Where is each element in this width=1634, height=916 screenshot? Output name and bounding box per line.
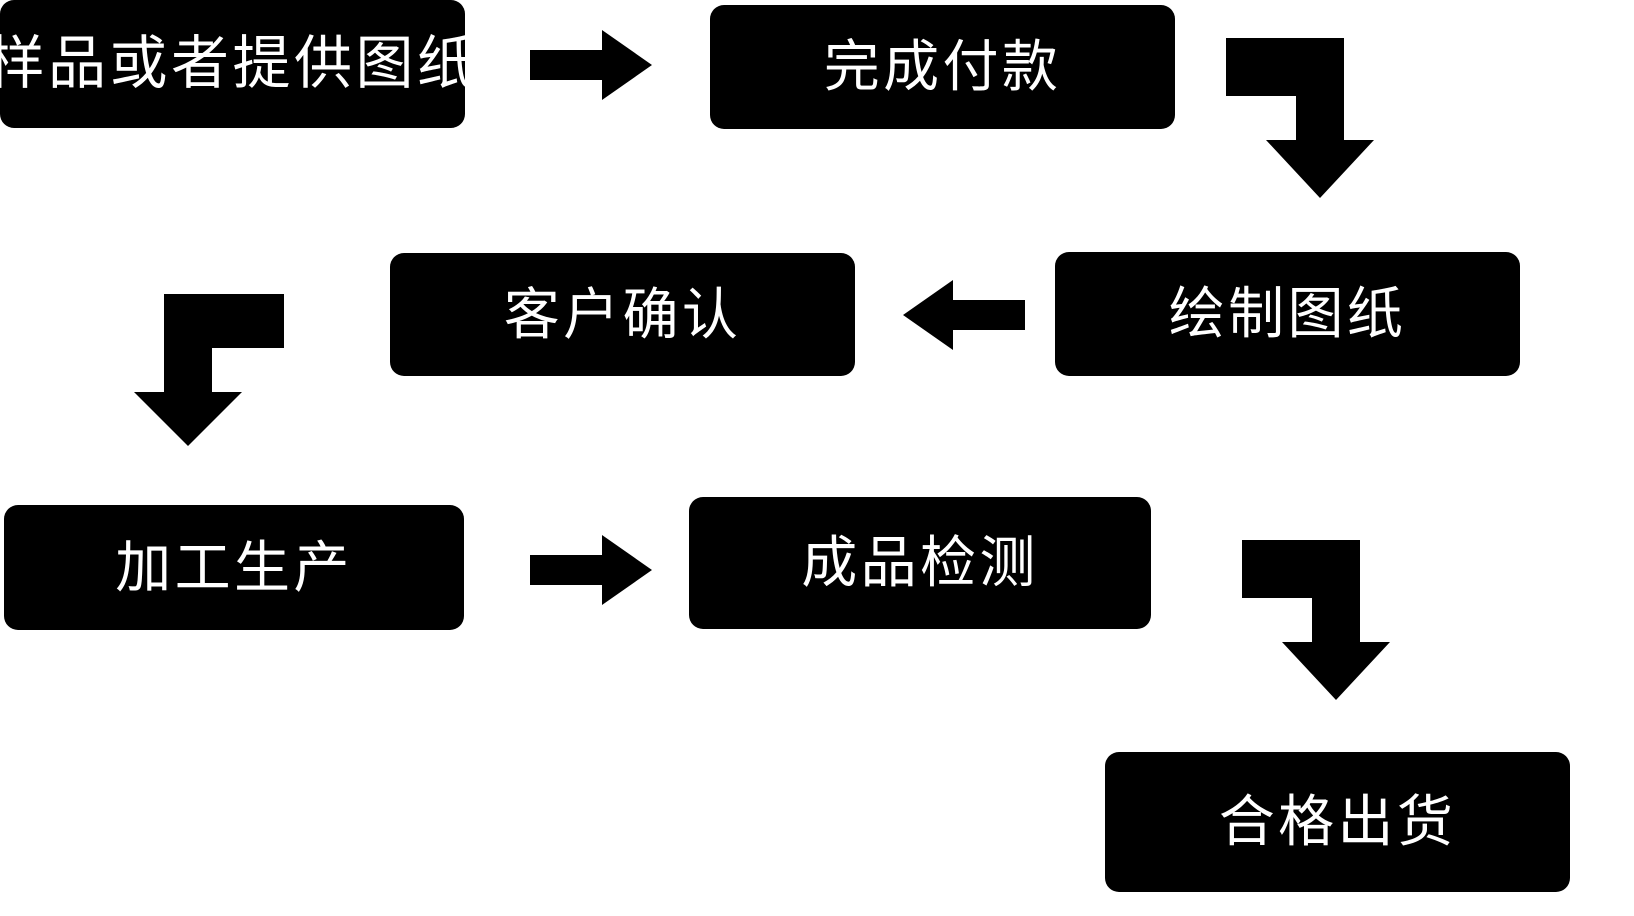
flow-node-sample-or-drawing[interactable]: 样品或者提供图纸 (0, 0, 475, 128)
flow-node-complete-payment[interactable]: 完成付款 (710, 5, 1175, 129)
arrow-left-drafting-to-confirm (903, 280, 1025, 350)
arrow-right-production-to-inspection (530, 535, 652, 605)
flow-node-label: 客户确认 (503, 282, 742, 346)
flow-node-customer-confirm[interactable]: 客户确认 (390, 253, 855, 376)
flow-node-finished-inspection[interactable]: 成品检测 (689, 497, 1151, 629)
flow-node-label: 加工生产 (115, 535, 353, 599)
arrow-elbow-confirm-to-production (112, 294, 284, 446)
flow-node-label: 绘制图纸 (1168, 282, 1407, 345)
arrow-right-sample-to-payment (530, 30, 652, 100)
flow-node-production[interactable]: 加工生产 (4, 505, 464, 630)
flow-node-label: 样品或者提供图纸 (0, 31, 479, 96)
flow-node-label: 成品检测 (801, 531, 1039, 594)
flow-node-label: 合格出货 (1218, 790, 1457, 853)
arrow-elbow-inspection-to-shipment (1242, 540, 1412, 700)
flow-node-draw-drawing[interactable]: 绘制图纸 (1055, 252, 1520, 376)
arrow-elbow-payment-to-drafting (1226, 38, 1396, 198)
flow-node-label: 完成付款 (823, 35, 1062, 98)
flow-node-qualified-shipment[interactable]: 合格出货 (1105, 752, 1570, 892)
